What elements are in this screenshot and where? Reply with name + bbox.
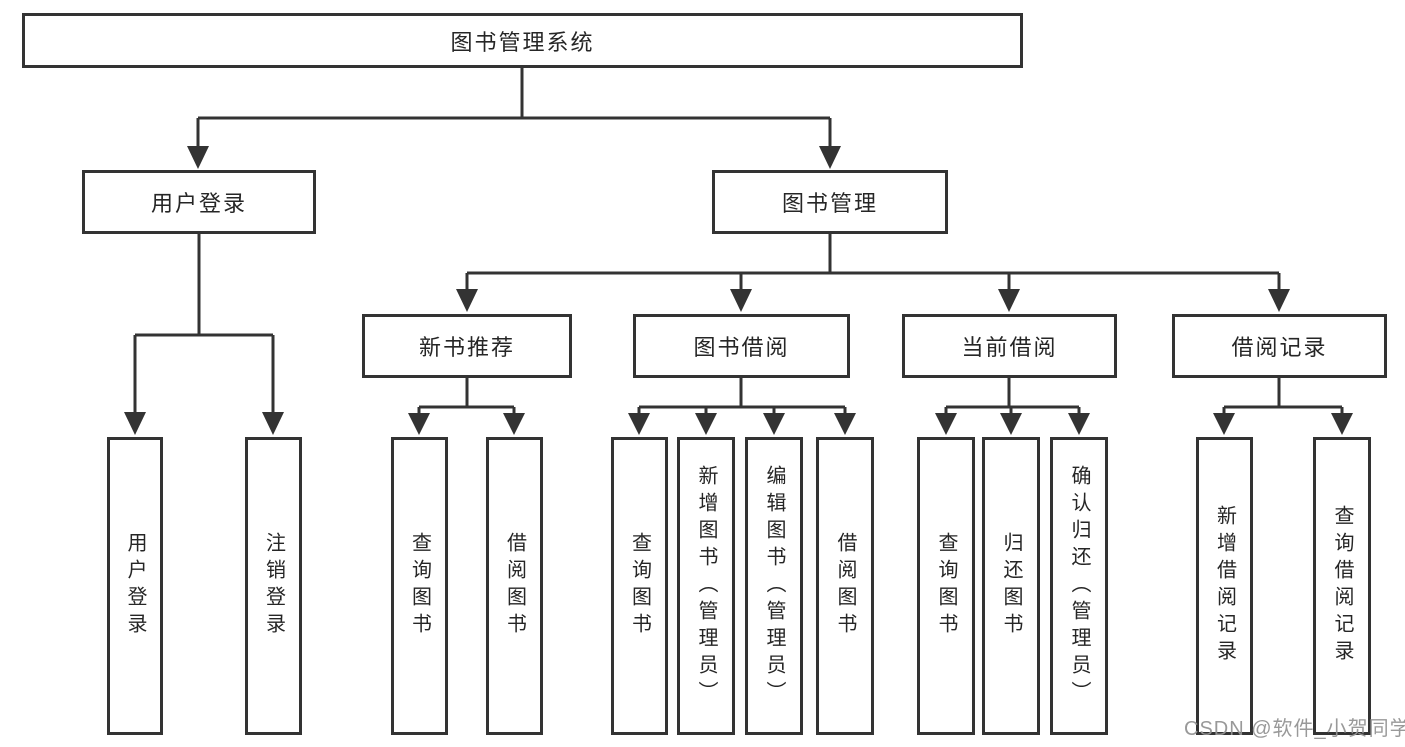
leaf-query-borrow-record: 查询借阅记录: [1313, 437, 1371, 735]
connector-root-to-branches: [187, 68, 841, 169]
leaf-return-books: 归还图书: [982, 437, 1040, 735]
csdn-watermark: CSDN @软件_小贺同学: [1184, 718, 1405, 740]
node-root: 图书管理系统: [22, 13, 1023, 68]
leaf-logout-label: 注销登录: [262, 532, 285, 640]
node-book-borrow: 图书借阅: [633, 314, 850, 378]
leaf-borrow-books: 借阅图书: [816, 437, 874, 735]
leaf-return-books-label: 归还图书: [1000, 532, 1022, 640]
connector-new-book-recommend-children: [408, 378, 525, 435]
node-user-login-label: 用户登录: [150, 191, 247, 216]
node-new-book-recommend-label: 新书推荐: [418, 335, 515, 360]
leaf-borrow-query-books: 查询图书: [611, 437, 668, 735]
leaf-add-borrow-record: 新增借阅记录: [1196, 437, 1253, 735]
node-current-borrow: 当前借阅: [902, 314, 1117, 378]
node-current-borrow-label: 当前借阅: [961, 335, 1058, 360]
leaf-user-login-label: 用户登录: [124, 532, 146, 640]
node-borrow-records: 借阅记录: [1172, 314, 1387, 378]
leaf-recommend-borrow-books-label: 借阅图书: [503, 532, 526, 640]
node-book-borrow-label: 图书借阅: [693, 335, 790, 360]
leaf-add-borrow-record-label: 新增借阅记录: [1213, 505, 1236, 667]
node-root-label: 图书管理系统: [450, 29, 595, 55]
leaf-add-book-admin: 新增图书（管理员）: [677, 437, 735, 735]
connector-user-login-children: [124, 234, 284, 435]
leaf-user-login: 用户登录: [107, 437, 163, 735]
leaf-borrow-books-label: 借阅图书: [834, 532, 856, 640]
node-book-management: 图书管理: [712, 170, 948, 234]
leaf-confirm-return-admin-label: 确认归还（管理员）: [1068, 464, 1090, 708]
connector-borrow-records-children: [1213, 378, 1353, 435]
leaf-current-query-books-label: 查询图书: [935, 532, 957, 640]
connector-current-borrow-children: [935, 378, 1090, 435]
leaf-borrow-query-books-label: 查询图书: [628, 532, 651, 640]
node-book-management-label: 图书管理: [781, 191, 878, 216]
leaf-add-book-admin-label: 新增图书（管理员）: [695, 464, 717, 708]
connector-book-management-children: [456, 234, 1290, 312]
connector-book-borrow-children: [628, 378, 856, 435]
leaf-query-borrow-record-label: 查询借阅记录: [1331, 505, 1353, 667]
leaf-recommend-query-books: 查询图书: [391, 437, 448, 735]
leaf-edit-book-admin-label: 编辑图书（管理员）: [763, 464, 785, 708]
leaf-recommend-query-books-label: 查询图书: [408, 532, 431, 640]
node-borrow-records-label: 借阅记录: [1231, 335, 1328, 360]
leaf-recommend-borrow-books: 借阅图书: [486, 437, 543, 735]
leaf-edit-book-admin: 编辑图书（管理员）: [745, 437, 803, 735]
node-new-book-recommend: 新书推荐: [362, 314, 572, 378]
node-user-login: 用户登录: [82, 170, 316, 234]
leaf-logout: 注销登录: [245, 437, 302, 735]
leaf-current-query-books: 查询图书: [917, 437, 975, 735]
leaf-confirm-return-admin: 确认归还（管理员）: [1050, 437, 1108, 735]
